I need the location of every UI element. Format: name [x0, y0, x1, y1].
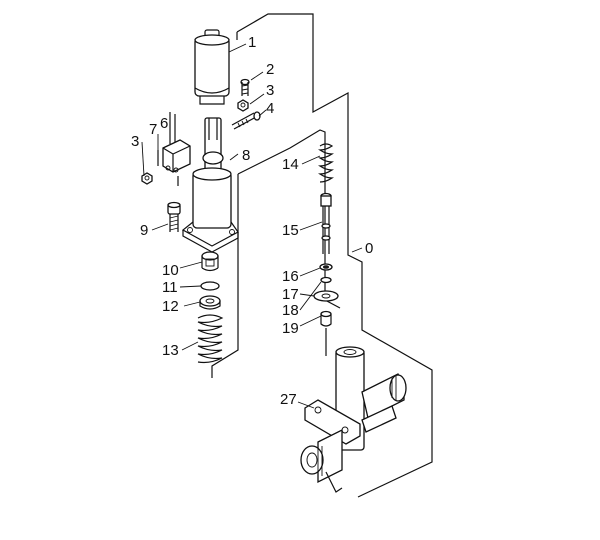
part-14-spring-small [318, 143, 334, 183]
callout-3-lower: 3 [131, 133, 139, 150]
callout-10: 10 [162, 262, 179, 279]
part-2-screw [240, 78, 250, 96]
part-4-bolt [231, 111, 261, 130]
callout-13: 13 [162, 342, 179, 359]
callout-11: 11 [162, 279, 178, 296]
callout-19: 19 [282, 320, 299, 337]
callout-0: 0 [365, 240, 373, 257]
part-9-cap-screw [167, 201, 181, 232]
assembly-outline-outer [236, 13, 433, 498]
part-17-washer [313, 290, 339, 302]
part-3-nut-lower [141, 172, 153, 185]
part-8-valve-body [181, 117, 239, 253]
callout-8: 8 [242, 147, 250, 164]
callout-1: 1 [248, 34, 256, 51]
callout-27: 27 [280, 391, 297, 408]
part-10-bushing [201, 251, 219, 272]
callout-9: 9 [140, 222, 148, 239]
callout-6: 6 [160, 115, 168, 132]
callout-2: 2 [266, 61, 274, 78]
part-12-washer [199, 295, 221, 310]
part-19-seat [320, 310, 332, 356]
callout-18: 18 [282, 302, 299, 319]
leader-lines [141, 43, 363, 409]
part-18-ring [320, 276, 332, 284]
callout-labels: 1 2 3 4 3 7 6 8 14 9 15 0 10 11 16 17 12… [131, 34, 373, 408]
callout-4: 4 [266, 100, 274, 117]
part-15-valve-stem [320, 192, 332, 254]
callout-14: 14 [282, 156, 299, 173]
callout-7: 7 [149, 121, 157, 138]
part-11-o-ring [200, 281, 220, 291]
part-13-spring [197, 314, 224, 364]
callout-16: 16 [282, 268, 299, 285]
part-6-switch [162, 112, 191, 186]
part-3-nut-upper [237, 99, 249, 112]
part-16-ring [319, 263, 333, 271]
callout-15: 15 [282, 222, 299, 239]
callout-17: 17 [282, 286, 299, 303]
callout-12: 12 [162, 298, 179, 315]
callout-3-upper: 3 [266, 82, 274, 99]
part-1-cartridge [194, 29, 230, 105]
part-27-housing [300, 346, 407, 493]
